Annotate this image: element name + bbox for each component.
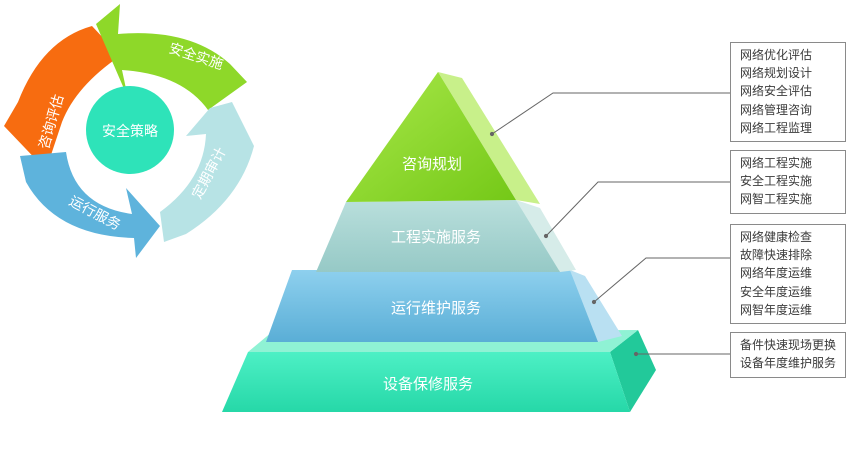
cycle-center-label: 安全策略 <box>102 123 158 140</box>
callout-item: 设备年度维护服务 <box>740 356 837 371</box>
cycle-diagram: 安全策略 安全实施 定期审计 运行服务 咨询评估 <box>4 4 254 258</box>
connector-dot-1 <box>489 131 495 137</box>
cycle-arrow-implementation <box>96 4 247 110</box>
callout-item: 网络管理咨询 <box>740 102 813 117</box>
connector-dot-2 <box>543 233 549 239</box>
connector-line-1 <box>491 92 730 135</box>
connector-line-2 <box>545 181 730 237</box>
callout-item: 网络年度运维 <box>740 266 813 281</box>
callout-item: 网络安全评估 <box>740 84 813 99</box>
service-pyramid: 咨询规划 工程实施服务 运行维护服务 设备保修服务 <box>222 72 656 412</box>
pyramid-level-4-side <box>610 330 656 412</box>
connector-line-3 <box>593 257 730 303</box>
pyramid-level-1-label: 咨询规划 <box>402 155 462 173</box>
callout-box-3: 网络健康检查 故障快速排除 网络年度运维 安全年度运维 网智年度运维 <box>730 224 846 324</box>
cycle-arrow-consulting <box>4 26 120 170</box>
cycle-arrow-audit <box>160 102 254 242</box>
cycle-arrow-operation <box>20 152 160 258</box>
callout-item: 网络工程实施 <box>740 156 813 170</box>
pyramid-level-3-label: 运行维护服务 <box>391 299 481 317</box>
callout-item: 网智年度运维 <box>740 302 813 317</box>
pyramid-level-2-label: 工程实施服务 <box>391 228 481 246</box>
pyramid-level-4 <box>222 352 630 412</box>
connector-dot-4 <box>633 351 639 357</box>
callout-item: 安全年度运维 <box>740 284 813 299</box>
callout-box-4: 备件快速现场更换 设备年度维护服务 <box>730 332 846 378</box>
pyramid-level-1-side <box>438 72 540 204</box>
callout-item: 安全工程实施 <box>740 174 813 189</box>
connector-dot-3 <box>591 299 597 305</box>
pyramid-level-2 <box>316 200 560 272</box>
pyramid-level-1 <box>346 72 516 202</box>
pyramid-level-3 <box>266 270 598 342</box>
callout-item: 网络优化评估 <box>740 48 813 62</box>
callout-box-1: 网络优化评估 网络规划设计 网络安全评估 网络管理咨询 网络工程监理 <box>730 42 846 142</box>
callout-item: 网络规划设计 <box>740 66 813 81</box>
callout-item: 网智工程实施 <box>740 192 813 207</box>
cycle-center <box>86 86 174 174</box>
callout-item: 备件快速现场更换 <box>740 338 837 352</box>
callout-box-2: 网络工程实施 安全工程实施 网智工程实施 <box>730 150 846 214</box>
callout-connectors <box>489 92 730 357</box>
callout-item: 网络工程监理 <box>740 120 813 135</box>
callout-item: 网络健康检查 <box>740 230 813 244</box>
pyramid-level-4-label: 设备保修服务 <box>383 375 473 393</box>
callout-item: 故障快速排除 <box>740 248 813 263</box>
pyramid-level-3-side <box>570 270 622 342</box>
